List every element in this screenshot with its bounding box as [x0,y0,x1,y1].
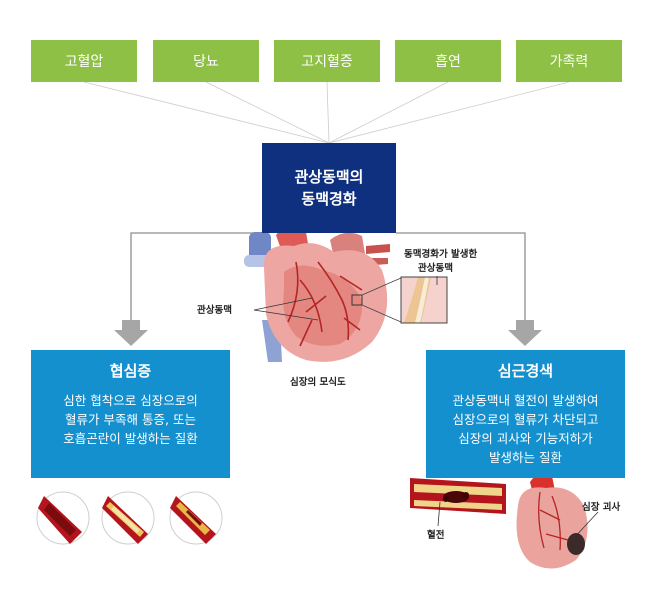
center-title-line2: 동맥경화 [301,190,357,208]
label-pointers [253,276,438,321]
heart-illustration [244,226,402,362]
artery-zoom-inset [400,276,448,324]
down-arrow-left [114,320,148,346]
angina-box: 협심증 심한 협착으로 심장으로의 혈류가 부족해 통증, 또는 호흡곤란이 발… [31,350,230,478]
risk-factor-hypertension: 고혈압 [31,40,137,82]
myocardial-infarction-box: 심근경색 관상동맥내 혈전이 발생하여 심장으로의 혈류가 차단되고 심장의 괴… [426,350,625,478]
label-affected-artery-line2: 관상동맥 [418,263,453,274]
down-arrow-right [508,320,542,346]
vessel-plaque [101,491,155,545]
mi-title: 심근경색 [497,362,554,380]
mi-desc-1: 관상동맥내 혈전이 발생하여 [452,393,599,408]
angina-desc-3: 호흡곤란이 발생하는 질환 [63,431,198,446]
mi-desc-4: 발생하는 질환 [489,450,562,465]
angina-desc-2: 혈류가 부족해 통증, 또는 [65,412,196,427]
risk-factor-smoking: 흡연 [395,40,501,82]
angina-desc-1: 심한 협착으로 심장으로의 [63,393,198,408]
bracket-connector [130,232,526,320]
mi-desc-3: 심장의 괴사와 기능저하가 [458,431,593,446]
label-coronary-artery: 관상동맥 [197,305,232,316]
thrombus-vessel [410,478,506,527]
center-box-coronary-atherosclerosis: 관상동맥의 동맥경화 [262,143,396,233]
risk-factor-hyperlipidemia: 고지혈증 [274,40,380,82]
heart-caption: 심장의 모식도 [290,377,346,388]
mi-desc-2: 심장으로의 혈류가 차단되고 [452,412,599,427]
infarct-heart [516,474,599,569]
risk-factor-family-history: 가족력 [516,40,622,82]
label-affected-artery-line1: 동맥경화가 발생한 [404,249,478,260]
vessel-narrowed [169,491,223,545]
label-heart-necrosis: 심장 괴사 [582,502,621,513]
vessel-normal [36,491,90,545]
angina-title: 협심증 [109,362,152,380]
center-title-line1: 관상동맥의 [294,168,364,186]
connector-lines [83,81,570,144]
risk-factor-diabetes: 당뇨 [153,40,259,82]
label-thrombus: 혈전 [427,530,445,541]
